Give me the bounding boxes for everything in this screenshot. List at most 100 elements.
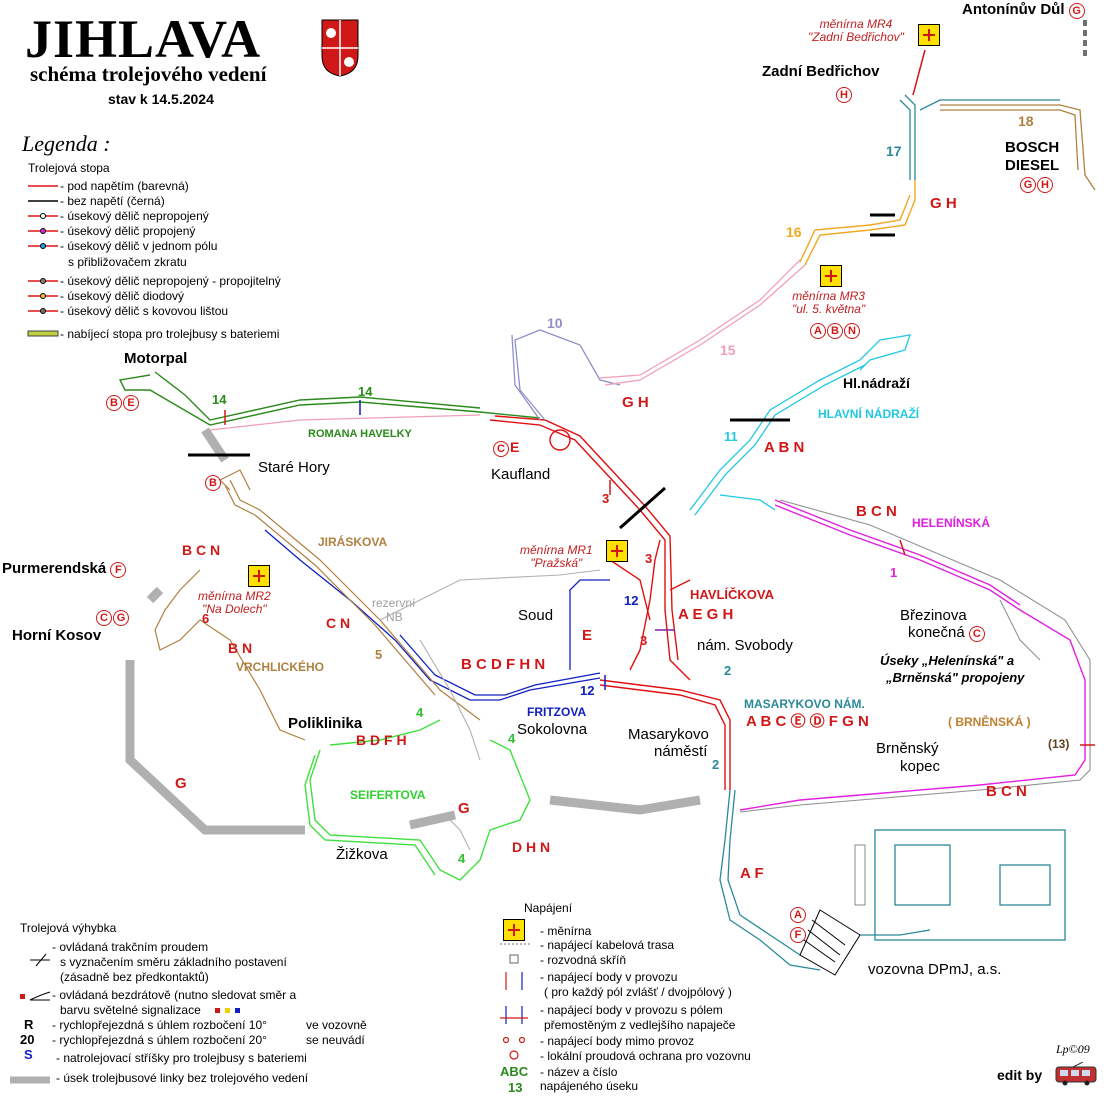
section-number: 12 (580, 683, 595, 698)
legend-item: - nabíjecí stopa pro trolejbusy s bateri… (60, 327, 280, 341)
section-number: 17 (886, 143, 902, 159)
section-number: (13) (1048, 737, 1070, 751)
place-antoninuv-dul: Antonínův Důl G (962, 2, 1086, 19)
power-legend-item: - napájecí kabelová trasa (540, 938, 675, 952)
legend-item: - úsekový dělič diodový (60, 289, 185, 303)
legend-item: - úsekový dělič nepropojený - propojitel… (60, 274, 281, 288)
section-number: 10 (547, 315, 563, 331)
line-letters: A B C Ⓔ Ⓓ F G N (746, 713, 869, 730)
depot-hatch (799, 909, 861, 976)
page-title: JIHLAVA (25, 9, 262, 69)
brown-line-18 (940, 104, 1096, 191)
line-letters: G (175, 775, 187, 792)
section-number: 5 (375, 647, 383, 662)
street-fritzova: FRITZOVA (527, 705, 587, 719)
teal-line-depot (719, 789, 1066, 971)
legend-item: s přibližovačem zkratu (68, 255, 187, 269)
label-nb: NB (386, 610, 403, 624)
section-number: 14 (212, 392, 227, 407)
place-konecna: konečná C (908, 625, 986, 642)
substation-icon (606, 540, 628, 562)
switch-legend-item: s vyznačením směru základního postavení (60, 955, 287, 969)
coat-of-arms-icon (321, 19, 359, 77)
line-letters: A E G H (678, 606, 734, 623)
place-sokolovna: Sokolovna (517, 721, 588, 738)
street-vrchlickeho: VRCHLICKÉHO (236, 660, 325, 674)
legend-item: - úsekový dělič v jednom pólu (60, 239, 218, 253)
switch-legend-item: - rychlopřejezdná s úhlem rozbočení 10° (52, 1018, 267, 1032)
line-letters: B C N (182, 542, 221, 558)
power-sample-num: 13 (508, 1080, 523, 1095)
section-number: 3 (645, 551, 653, 566)
street-seifertova: SEIFERTOVA (350, 788, 426, 802)
teal-line-17 (899, 94, 1060, 180)
legend-item: - bez napětí (černá) (60, 194, 165, 208)
unwired-segments (125, 427, 701, 835)
section-number: 11 (724, 429, 738, 444)
power-legend-item: přemostěným z vedlejšího napaječe (544, 1018, 736, 1032)
power-legend-item: ( pro každý pól zvlášť / dvojpólový ) (544, 985, 732, 999)
page-subtitle: schéma trolejového vedení (30, 62, 267, 86)
section-number: 6 (202, 611, 210, 626)
pink-line-romana-havelky (209, 414, 481, 431)
switch-legend-item: - ovládaná trakčním proudem (52, 940, 209, 954)
substation-mr2: měnírna MR2"Na Dolech" (198, 589, 271, 617)
power-sample-abc: ABC (500, 1064, 529, 1079)
line-letters: G H (930, 195, 957, 212)
legend-title: Legenda : (22, 131, 111, 156)
mr4-arrow (912, 49, 926, 96)
switch-legend-item: - natrolejovací stříšky pro trolejbusy s… (56, 1051, 307, 1065)
page-date: stav k 14.5.2024 (108, 91, 214, 107)
section-number: 15 (720, 342, 736, 358)
switch-legend-symbols (10, 953, 51, 1084)
street-masarykovo-nam: MASARYKOVO NÁM. (744, 697, 865, 711)
line-letters: H (836, 86, 853, 103)
pink-line-15 (599, 259, 806, 386)
line-letters: A F (740, 865, 764, 882)
section-number: 2 (724, 663, 732, 678)
signal-blue-icon (235, 1008, 240, 1013)
section-number: 16 (786, 224, 802, 240)
place-brnensky: Brněnský (876, 740, 939, 757)
gray-line-reserve (379, 569, 601, 851)
power-legend-item: napájeného úseku (540, 1079, 639, 1093)
switch-symbol-20: 20 (20, 1032, 35, 1047)
legend-swatches (27, 185, 59, 337)
power-legend-title: Napájení (524, 901, 573, 915)
place-masarykovo: Masarykovo (628, 726, 709, 743)
street-havlickova: HAVLÍČKOVA (690, 587, 775, 602)
lavender-line (511, 329, 621, 421)
gray-line-brnenska (739, 499, 1091, 813)
feeder-points (224, 400, 1095, 746)
legend-section: Trolejová stopa (28, 161, 110, 175)
blue-line-fritzova (264, 529, 610, 701)
section-number: 3 (602, 491, 610, 506)
place-stare-hory: Staré Hory (258, 459, 330, 476)
place-zadni-bedrichov: Zadní Bedřichov (762, 63, 880, 80)
power-legend-item: - měnírna (540, 924, 592, 938)
legend-item: - úsekový dělič nepropojený (60, 209, 209, 223)
place-brezinova: Březinova (900, 607, 967, 624)
place-purmerendska: Purmerendská F (2, 561, 127, 578)
signal-red-icon (20, 994, 25, 999)
place-bosch: BOSCH (1005, 139, 1060, 156)
edit-by-label: edit by (997, 1067, 1043, 1083)
substation-icon (503, 919, 525, 941)
substation-mr3: měnírna MR3"ul. 5. května" (792, 289, 866, 317)
green-line-romana-havelky (118, 371, 541, 426)
power-legend-symbols (500, 943, 530, 1060)
switch-symbol-s: S (24, 1047, 33, 1062)
switch-legend-title: Trolejová výhybka (20, 921, 117, 935)
signal-red-icon (215, 1008, 220, 1013)
place-hl-nadrazi: Hl.nádraží (843, 375, 910, 391)
place-motorpal: Motorpal (124, 350, 188, 367)
magenta-line-heleninska (739, 499, 1086, 811)
switch-legend-item: - ovládaná bezdrátově (nutno sledovat sm… (52, 988, 297, 1002)
section-number: 4 (458, 851, 466, 866)
section-number: 2 (712, 757, 720, 772)
